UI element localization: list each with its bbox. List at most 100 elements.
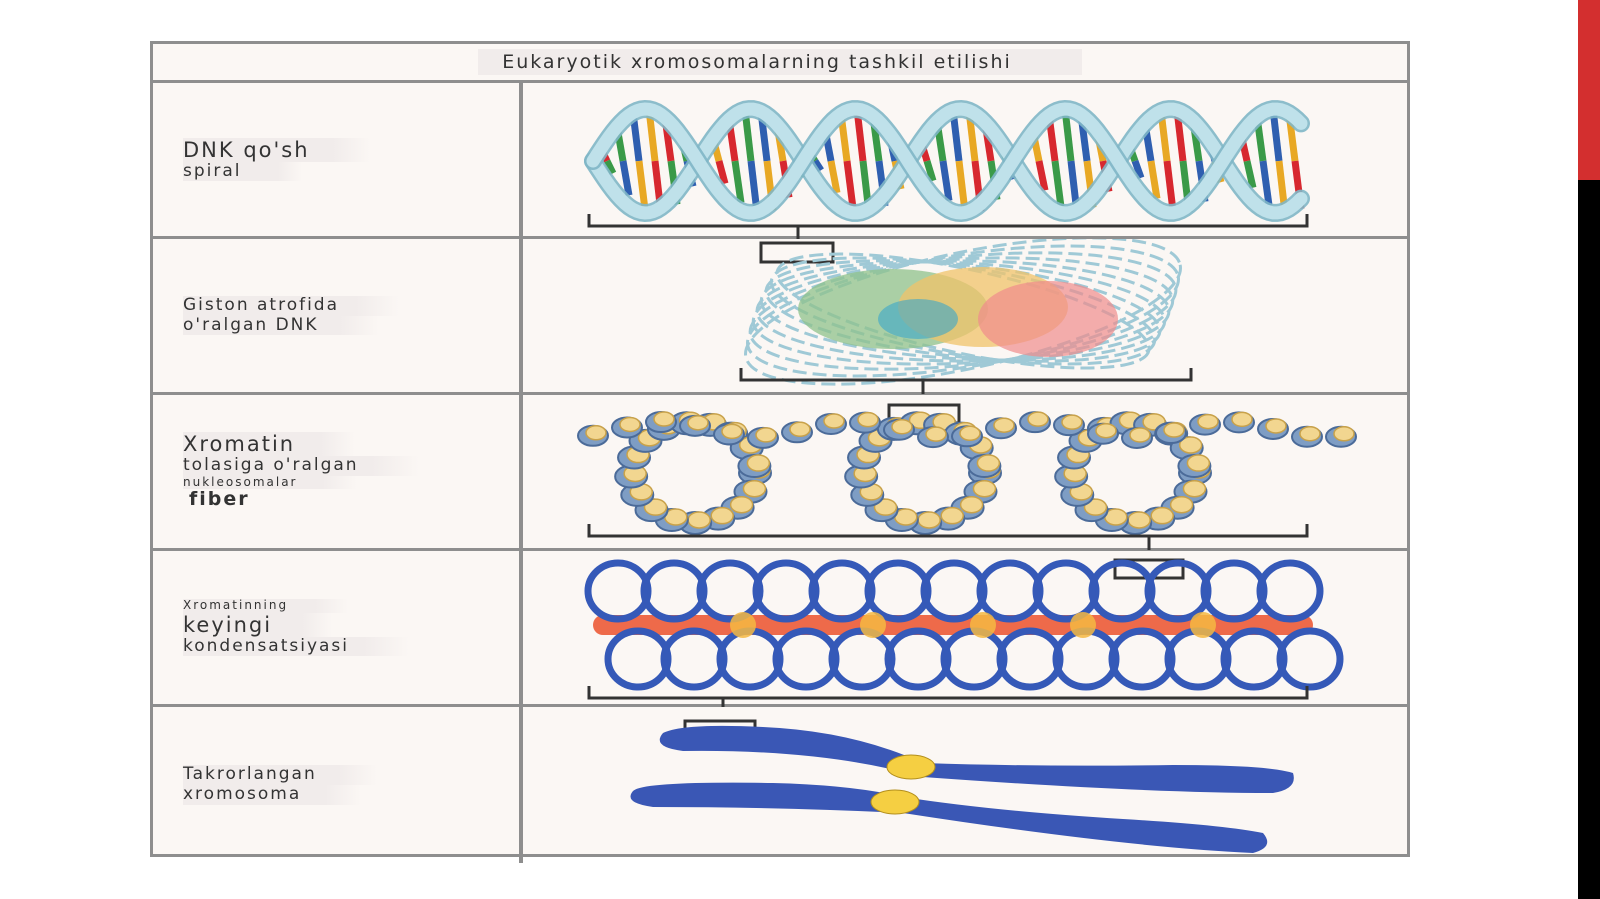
dna-wrap xyxy=(755,259,1171,363)
chromatin-loop xyxy=(640,559,708,623)
loop-anchor xyxy=(1190,612,1216,638)
nucleosome-bead xyxy=(993,417,1015,433)
duplicated-chromosome-illustration xyxy=(630,719,1294,853)
stage-row-condensation: Xromatinning keyingi kondensatsiyasi xyxy=(153,551,1407,707)
stage-label-cell: DNK qo'sh spiral xyxy=(153,83,523,236)
chromatin-loop xyxy=(1052,627,1120,691)
stage-row-nucleosome: Giston atrofida o'ralgan DNK xyxy=(153,239,1407,395)
stage-label-cell: Takrorlangan xromosoma xyxy=(153,707,523,863)
base-pair xyxy=(812,159,824,173)
dna-wrap xyxy=(744,239,1182,386)
chromatin-loop xyxy=(1164,627,1232,691)
dna-wrap xyxy=(764,259,1162,363)
dna-double-helix-illustration xyxy=(584,99,1310,239)
dna-wrap xyxy=(751,256,1175,366)
title-row: Eukaryotik xromosomalarning tashkil etil… xyxy=(153,44,1407,83)
stage-label-cell: Xromatinning keyingi kondensatsiyasi xyxy=(153,551,523,704)
zoom-bracket xyxy=(587,524,1309,538)
chromatin-loop xyxy=(864,559,932,623)
nucleosome-bead xyxy=(976,454,1001,472)
accent-bar-black xyxy=(1578,180,1600,899)
chromatin-loop xyxy=(752,559,820,623)
nucleosome-bead xyxy=(653,411,675,427)
nucleosome-bead xyxy=(1027,411,1049,427)
nucleosome-bead xyxy=(959,425,981,442)
nucleosome-bead xyxy=(1182,479,1207,498)
nucleosome-bead xyxy=(755,427,777,443)
helix-backbone xyxy=(586,102,1308,220)
nucleosome-bead xyxy=(1127,511,1151,529)
centromere xyxy=(886,754,936,780)
nucleosome-bead xyxy=(1061,414,1083,430)
stage-row-double-helix: DNK qo'sh spiral xyxy=(153,83,1407,239)
chromatin-fiber-illustration xyxy=(577,403,1357,550)
stage-image-cell xyxy=(523,707,1407,863)
base-pair xyxy=(843,160,857,209)
base-pair xyxy=(1163,160,1177,212)
nucleosome-bead xyxy=(687,415,709,431)
stage-row-duplicated-chromosome: Takrorlangan xromosoma xyxy=(153,707,1407,863)
dna-wrap xyxy=(759,260,1167,362)
base-pair xyxy=(731,160,745,204)
nucleosome-bead xyxy=(1095,422,1117,439)
base-pair xyxy=(1035,160,1049,191)
stage-row-chromatin-fiber: Xromatin tolasiga o'ralgan nukleosomalar… xyxy=(153,395,1407,551)
loop-anchor xyxy=(1070,612,1096,638)
zoom-bracket xyxy=(587,214,1309,228)
chromatin-loop xyxy=(1220,627,1288,691)
nucleosome-bead xyxy=(729,495,754,514)
nucleosome-bead xyxy=(1129,427,1151,443)
nucleosome-bead xyxy=(940,506,964,525)
nucleosome-bead xyxy=(687,511,711,529)
nucleosome-bead xyxy=(710,506,734,525)
nucleosome-bead xyxy=(1299,425,1321,442)
zoom-bracket xyxy=(587,686,1309,700)
base-pair xyxy=(1131,159,1145,179)
helix-backbone xyxy=(586,102,1308,220)
stage-image-cell xyxy=(523,83,1407,239)
base-pair xyxy=(939,160,953,202)
base-pair xyxy=(1243,160,1257,189)
stage-label-line: fiber xyxy=(189,488,250,511)
chromatin-loop xyxy=(884,627,952,691)
nucleosome-bead xyxy=(1197,413,1219,430)
nucleosome-bead xyxy=(1163,422,1185,438)
chromatid-upper xyxy=(659,725,1294,793)
chromatin-loop xyxy=(716,627,784,691)
nucleosome-bead xyxy=(823,413,845,429)
base-pair xyxy=(1051,160,1065,208)
chromatin-loop xyxy=(1144,559,1212,623)
chromatin-loop xyxy=(696,559,764,623)
base-pair xyxy=(827,160,841,194)
chromatin-loop xyxy=(1200,559,1268,623)
chromatin-loop xyxy=(996,627,1064,691)
stage-label-line: Takrorlangan xyxy=(183,765,377,785)
stage-label-line: tolasiga o'ralgan xyxy=(183,455,419,476)
chromatin-loop xyxy=(1276,627,1344,691)
stage-label-line: nukleosomalar xyxy=(183,475,358,490)
base-pair xyxy=(619,160,633,196)
nucleosome-bead xyxy=(746,454,771,472)
loop-anchor xyxy=(730,612,756,638)
nucleosome-bead xyxy=(1178,436,1203,454)
stage-label-line: keyingi xyxy=(183,612,333,637)
nucleosome-illustration xyxy=(739,239,1193,394)
nucleosome-bead xyxy=(1083,498,1108,516)
stage-image-cell xyxy=(523,395,1407,550)
chromatin-loop xyxy=(976,559,1044,623)
stage-label-line: Giston atrofida xyxy=(183,295,400,316)
dna-wrap xyxy=(769,256,1157,366)
base-pair xyxy=(1147,160,1161,200)
nucleosome-bead xyxy=(1231,411,1253,428)
stage-label-line: Xromatinning xyxy=(183,598,349,613)
dna-wrap xyxy=(748,251,1178,371)
chromatin-loop xyxy=(1032,559,1100,623)
chromatin-loop xyxy=(828,627,896,691)
accent-bar-red xyxy=(1578,0,1600,180)
histone-core xyxy=(978,281,1118,357)
stage-label-line: xromosoma xyxy=(183,784,362,805)
zoom-bracket xyxy=(739,368,1193,382)
stage-label-line: spiral xyxy=(183,161,302,182)
nucleosome-bead xyxy=(1333,426,1355,442)
nucleosome-bead xyxy=(925,426,947,442)
